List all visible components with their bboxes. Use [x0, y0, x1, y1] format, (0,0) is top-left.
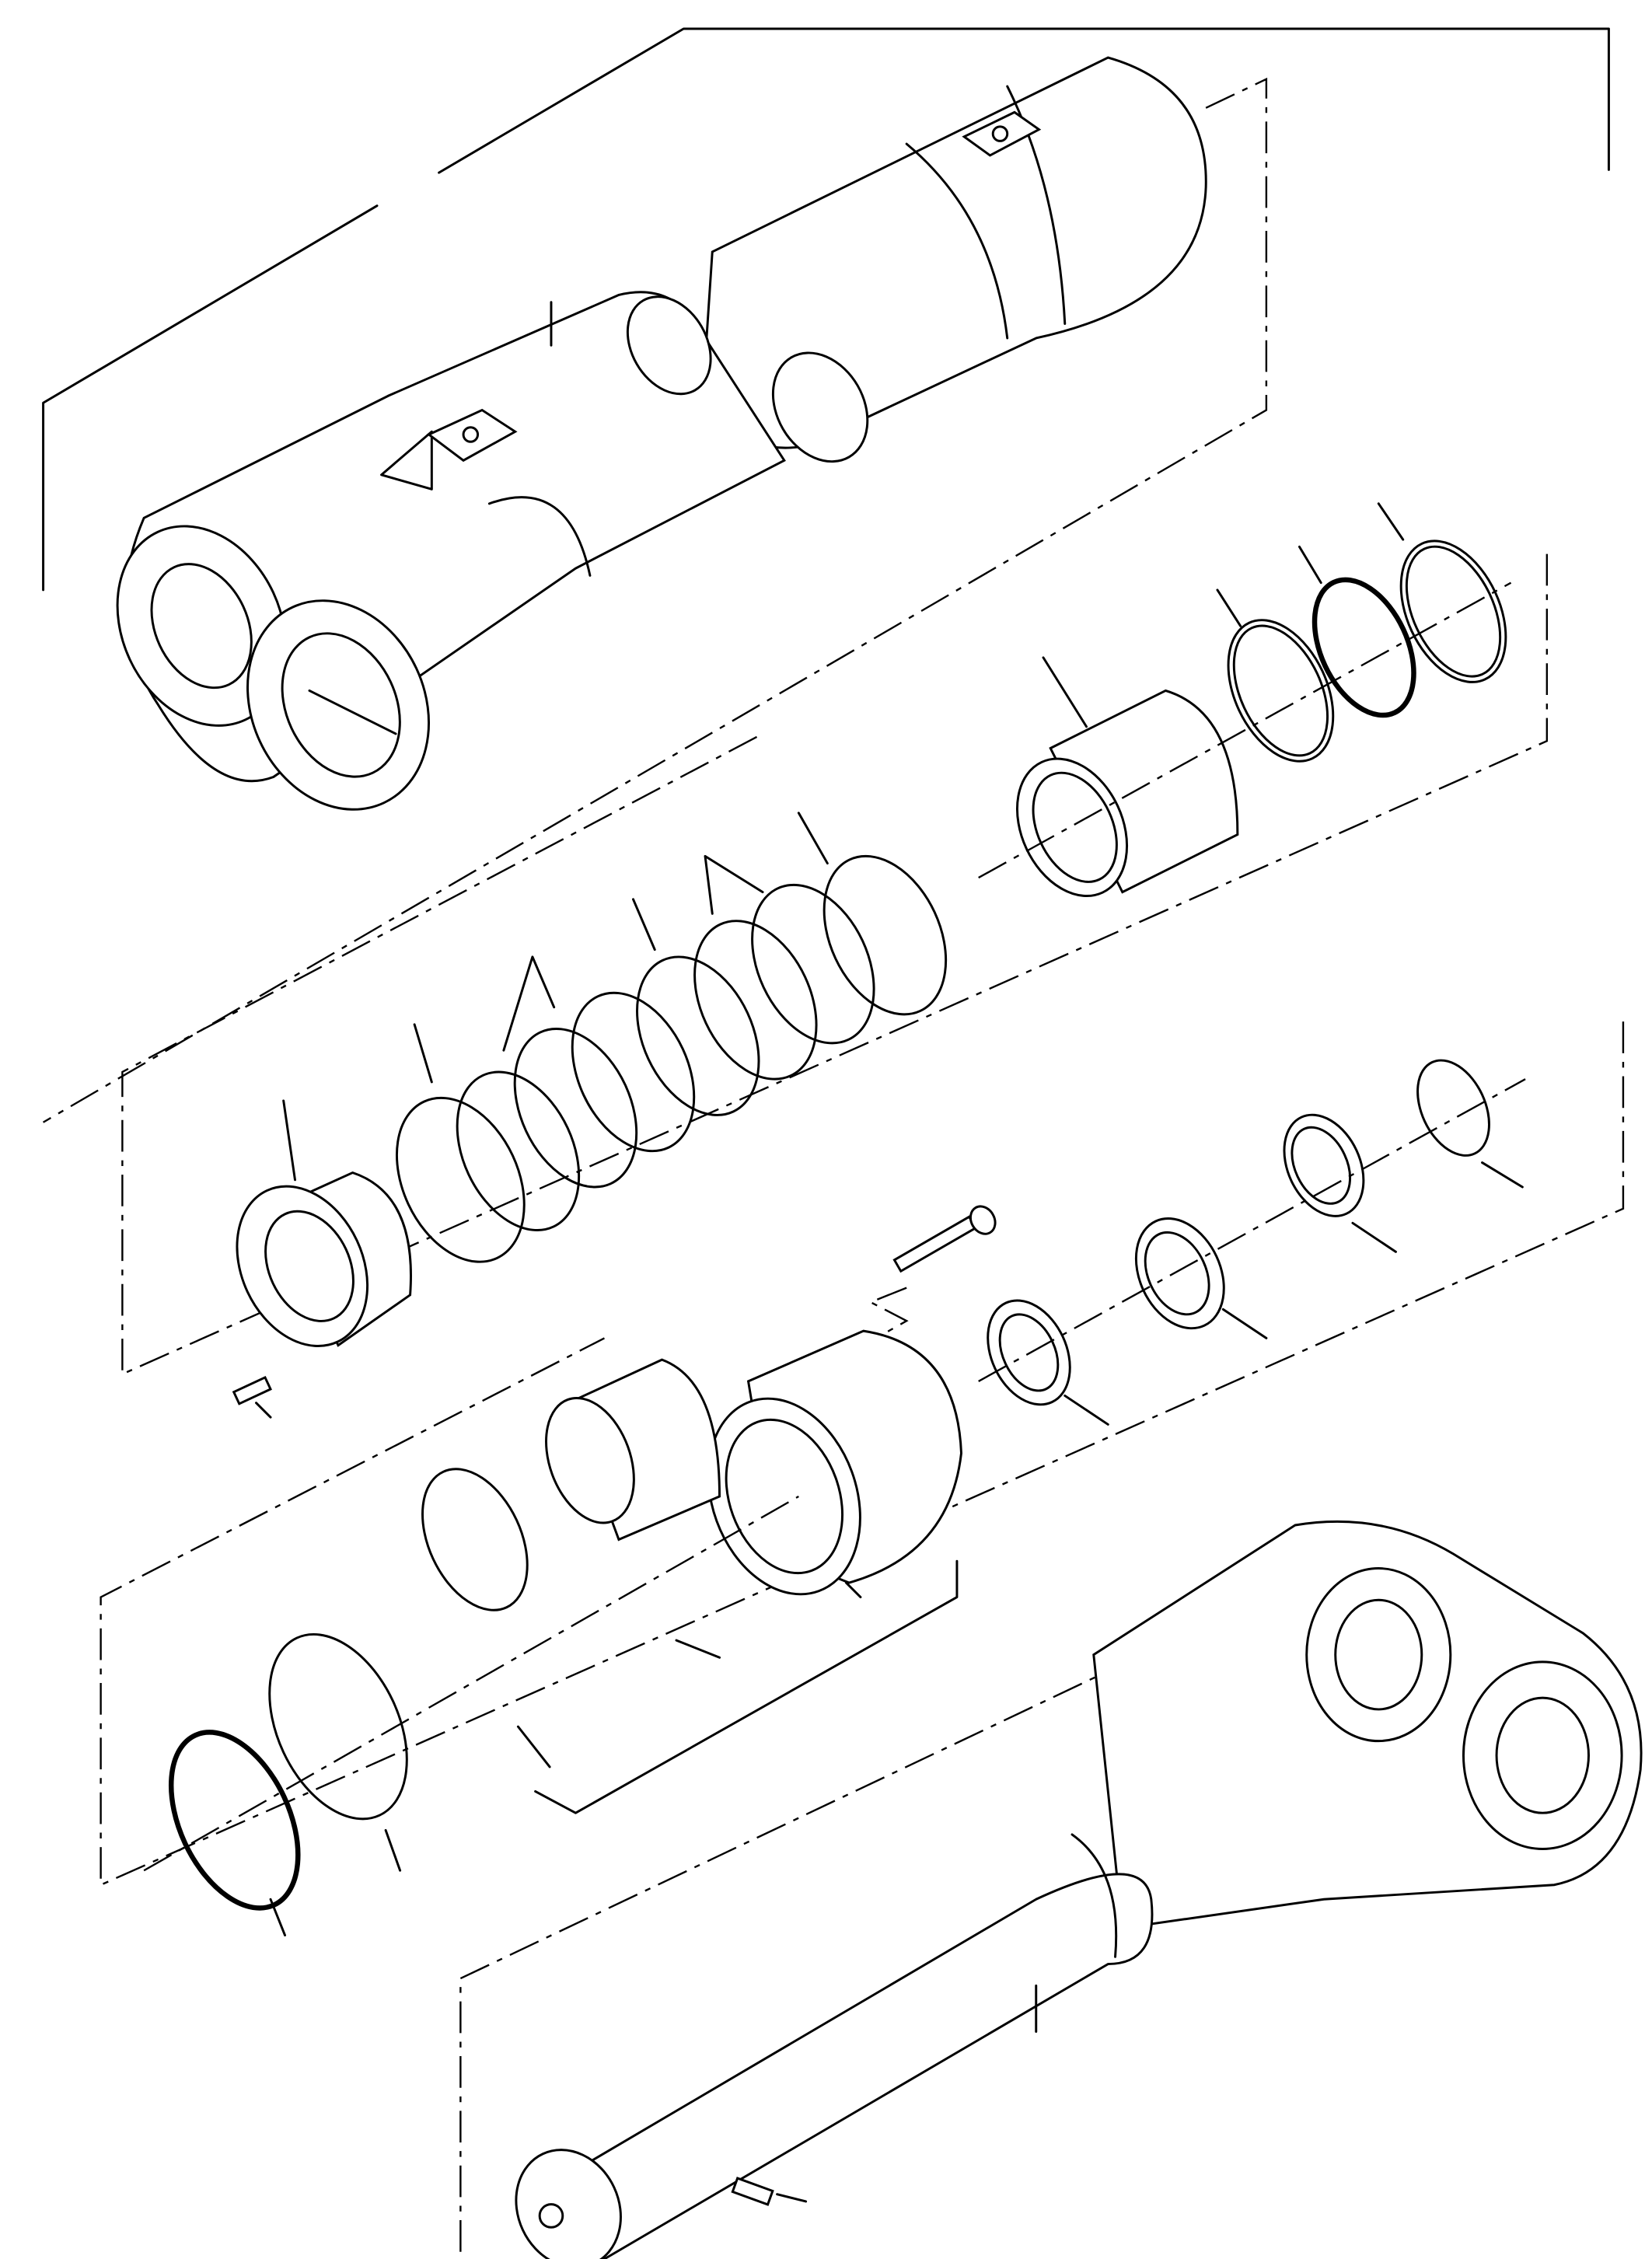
- piston-bushing: [545, 1358, 721, 1659]
- grease-fitting-plate: [426, 110, 1042, 463]
- group-boundary-head: [121, 553, 1549, 1376]
- group-boundary-rod: [459, 1574, 1310, 2252]
- key: [731, 2177, 808, 2206]
- backup-ring: [1377, 502, 1507, 683]
- piston-rings: [143, 1495, 799, 1937]
- group-boundary-piston: [100, 1021, 1625, 1887]
- piston-seals: [978, 1059, 1526, 1426]
- rod-seal: [1298, 545, 1416, 718]
- wear-ring: [1216, 588, 1335, 763]
- set-screw: [232, 1375, 272, 1419]
- head-nut: [236, 1099, 412, 1348]
- piston: [707, 1329, 962, 1599]
- cylinder-tube: [116, 56, 1207, 811]
- bolt: [863, 1205, 997, 1346]
- snap-ring: [421, 1468, 551, 1768]
- piston-rod: [515, 1520, 1643, 2259]
- cushion-spring-rings: [395, 812, 948, 1263]
- cylinder-head-bushing: [978, 581, 1512, 898]
- group-boundary-cylinder: [42, 27, 1610, 1123]
